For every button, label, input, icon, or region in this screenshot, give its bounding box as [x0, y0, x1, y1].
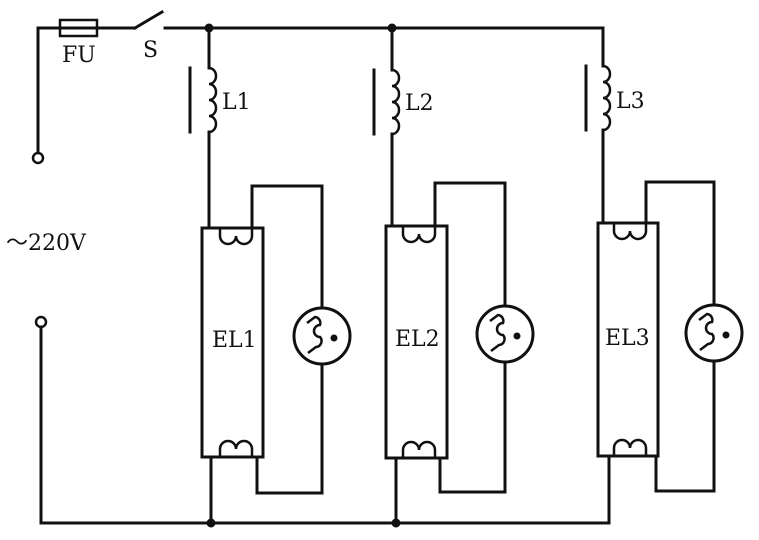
switch-label: S	[143, 38, 158, 63]
terminal-top	[31, 151, 45, 165]
filament-bottom	[612, 438, 648, 456]
inductor-label: L2	[405, 91, 434, 116]
inductor-l1-coil	[208, 66, 218, 134]
lamp-tube-el3	[596, 221, 660, 458]
filament-bottom	[218, 439, 254, 457]
fuse-label: FU	[62, 43, 96, 68]
bottom-supply-line	[34, 315, 611, 528]
branch-1: L1 EL1	[188, 23, 352, 495]
branch-2: L2 EL2	[372, 23, 535, 494]
lamp-label: EL3	[605, 326, 650, 351]
supply-voltage-label: ～220V	[6, 231, 87, 256]
lamp-tube-el1	[200, 226, 265, 459]
inductor-label: L1	[222, 90, 251, 115]
inductor-l2-coil	[391, 68, 401, 136]
branch-3: L3 EL3	[584, 26, 744, 493]
filament-bottom	[401, 440, 437, 458]
switch-blade	[132, 9, 165, 31]
lamp-label: EL2	[395, 327, 440, 352]
starter-2	[475, 304, 535, 364]
lamp-label: EL1	[212, 328, 257, 353]
starter-3	[684, 303, 744, 363]
filament-top	[218, 228, 254, 246]
junction-dot	[391, 518, 401, 528]
filament-top	[401, 226, 437, 244]
junction-dot	[206, 518, 216, 528]
top-supply-line	[31, 9, 605, 165]
inductor-label: L3	[616, 89, 645, 114]
filament-top	[612, 223, 648, 241]
inductor-l3-coil	[602, 64, 612, 132]
lamp-tube-el2	[384, 224, 449, 460]
starter-1	[292, 306, 352, 366]
